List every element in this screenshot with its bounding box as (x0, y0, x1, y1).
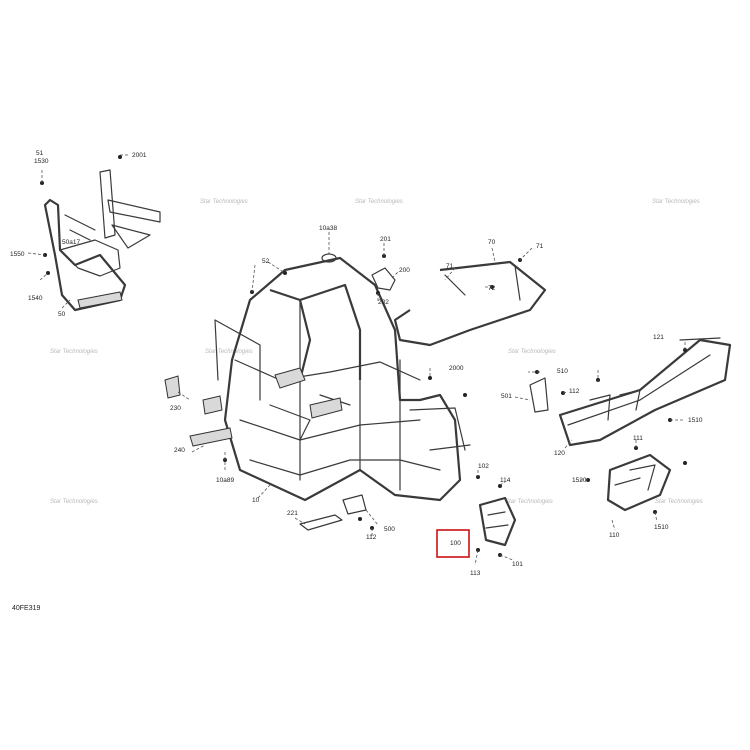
label-10a89: 10a89 (216, 477, 234, 484)
label-500: 500 (384, 526, 395, 533)
front-bracket-110 (580, 440, 687, 531)
label-240: 240 (174, 447, 185, 454)
label-10: 10 (252, 497, 260, 504)
watermark: Star Technologies (205, 349, 253, 355)
rear-bracket-assembly (27, 154, 161, 312)
label-1520: 1520 (572, 477, 587, 484)
main-frame (214, 256, 471, 502)
label-112-bottom: 112 (366, 534, 377, 541)
label-1510-bottom: 1510 (654, 524, 669, 531)
label-114: 114 (500, 477, 511, 484)
label-200: 200 (399, 267, 410, 274)
label-501: 501 (501, 393, 512, 400)
bracket-501 (514, 370, 569, 413)
label-50a17: 50a17 (62, 239, 80, 246)
label-510: 510 (557, 368, 568, 375)
label-51: 51 (36, 150, 44, 157)
highlight-box-100 (436, 529, 470, 558)
callout-labels: 51 1530 2001 50a17 1550 1540 50 10a38 20… (10, 150, 703, 577)
label-71-left: 71 (446, 263, 454, 270)
part-100-bracket (474, 470, 517, 566)
watermark: Star Technologies (50, 349, 98, 355)
step-panels (164, 375, 233, 453)
part-221 (294, 514, 343, 531)
label-201: 201 (380, 236, 391, 243)
watermark: Star Technologies (50, 499, 98, 505)
label-50: 50 (58, 311, 66, 318)
label-113: 113 (470, 570, 481, 577)
label-1510-top: 1510 (688, 417, 703, 424)
label-230: 230 (170, 405, 181, 412)
label-221: 221 (287, 510, 298, 517)
watermark: Star Technologies (505, 499, 553, 505)
label-1540: 1540 (28, 295, 43, 302)
label-1550: 1550 (10, 251, 25, 258)
label-70: 70 (488, 239, 496, 246)
label-10a38: 10a38 (319, 225, 337, 232)
part-500 (342, 494, 379, 536)
roll-bar-70 (393, 247, 547, 347)
label-52: 52 (262, 258, 270, 265)
part-10a38-cap (321, 232, 337, 263)
watermark: Star Technologies (652, 199, 700, 205)
front-bumper-120 (558, 337, 732, 449)
watermarks: Star Technologies Star Technologies Star… (50, 199, 703, 505)
watermark: Star Technologies (508, 349, 556, 355)
label-101: 101 (512, 561, 523, 568)
label-111: 111 (633, 435, 643, 442)
label-121: 121 (653, 334, 664, 341)
watermark: Star Technologies (655, 499, 703, 505)
watermark: Star Technologies (355, 199, 403, 205)
label-110: 110 (609, 532, 620, 539)
watermark: Star Technologies (200, 199, 248, 205)
label-2000: 2000 (449, 365, 464, 372)
label-112-top: 112 (569, 388, 580, 395)
bracket-200 (371, 243, 399, 302)
label-100: 100 (450, 540, 461, 547)
label-120: 120 (554, 450, 565, 457)
label-202: 202 (378, 299, 389, 306)
label-1530: 1530 (34, 158, 49, 165)
label-72: 72 (488, 285, 496, 292)
label-102: 102 (478, 463, 489, 470)
label-71-right: 71 (536, 243, 544, 250)
label-2001: 2001 (132, 152, 147, 159)
diagram-code: 40FE319 (12, 605, 41, 612)
